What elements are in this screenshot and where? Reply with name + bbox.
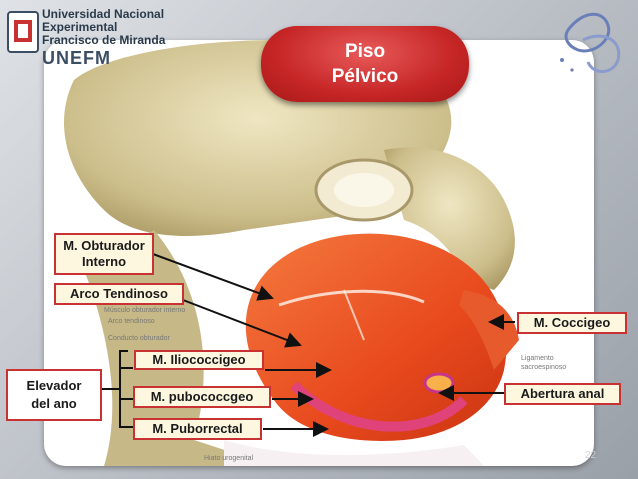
arrow-obturador xyxy=(152,253,274,301)
label-pubococcigeo: M. pubococcgeo xyxy=(133,386,271,408)
title-line-2: Pélvico xyxy=(331,66,399,87)
label-abertura-anal: Abertura anal xyxy=(504,383,621,405)
logo-line-2: Experimental xyxy=(42,20,118,34)
small-label-hiato: Hiato urogenital xyxy=(204,455,253,462)
slide-title: Piso Pélvico xyxy=(261,26,469,102)
page-number: 22 xyxy=(585,450,597,461)
label-coccigeo: M. Coccigeo xyxy=(517,312,627,334)
label-puborrectal: M. Puborrectal xyxy=(133,418,262,440)
logo-line-4: UNEFM xyxy=(42,48,111,68)
small-label-ligamento: Ligamento xyxy=(521,355,554,362)
unefm-logo: Universidad Nacional Experimental Franci… xyxy=(6,8,176,68)
logo-text: Universidad Nacional Experimental Franci… xyxy=(42,8,165,69)
label-obturador-line2: Interno xyxy=(81,254,127,269)
urogenital-hiatus-area xyxy=(224,440,484,466)
label-obturador-interno: M. Obturador Interno xyxy=(54,233,154,275)
decorative-ribbon-icon xyxy=(560,12,621,73)
tendinous-arch xyxy=(278,289,425,307)
vertebra-core xyxy=(334,173,394,207)
label-iliococcigeo: M. Iliococcigeo xyxy=(134,350,264,370)
small-label-obturador: Músculo obturador interno xyxy=(104,307,185,314)
logo-line-3: Francisco de Miranda xyxy=(42,33,166,47)
label-obturador-line1: M. Obturador xyxy=(63,238,145,253)
logo-line-1: Universidad Nacional xyxy=(42,7,165,21)
small-label-conducto: Conducto obturador xyxy=(108,335,171,342)
arrow-arco xyxy=(182,299,302,348)
label-arco-tendinoso: Arco Tendinoso xyxy=(54,283,184,305)
sacrum-bone xyxy=(384,147,515,290)
label-elevador-line2: del ano xyxy=(31,396,77,411)
title-line-1: Piso xyxy=(344,41,386,62)
label-elevador-del-ano: Elevador del ano xyxy=(6,369,102,421)
coccygeus-muscle xyxy=(459,290,519,370)
university-emblem-icon xyxy=(7,11,39,53)
label-elevador-line1: Elevador xyxy=(26,378,82,393)
elevador-bracket xyxy=(102,350,133,428)
small-label-arco: Arco tendinoso xyxy=(108,318,155,325)
muscle-fiber xyxy=(343,289,365,341)
small-label-sacroespinoso: sacroespinoso xyxy=(521,364,566,371)
